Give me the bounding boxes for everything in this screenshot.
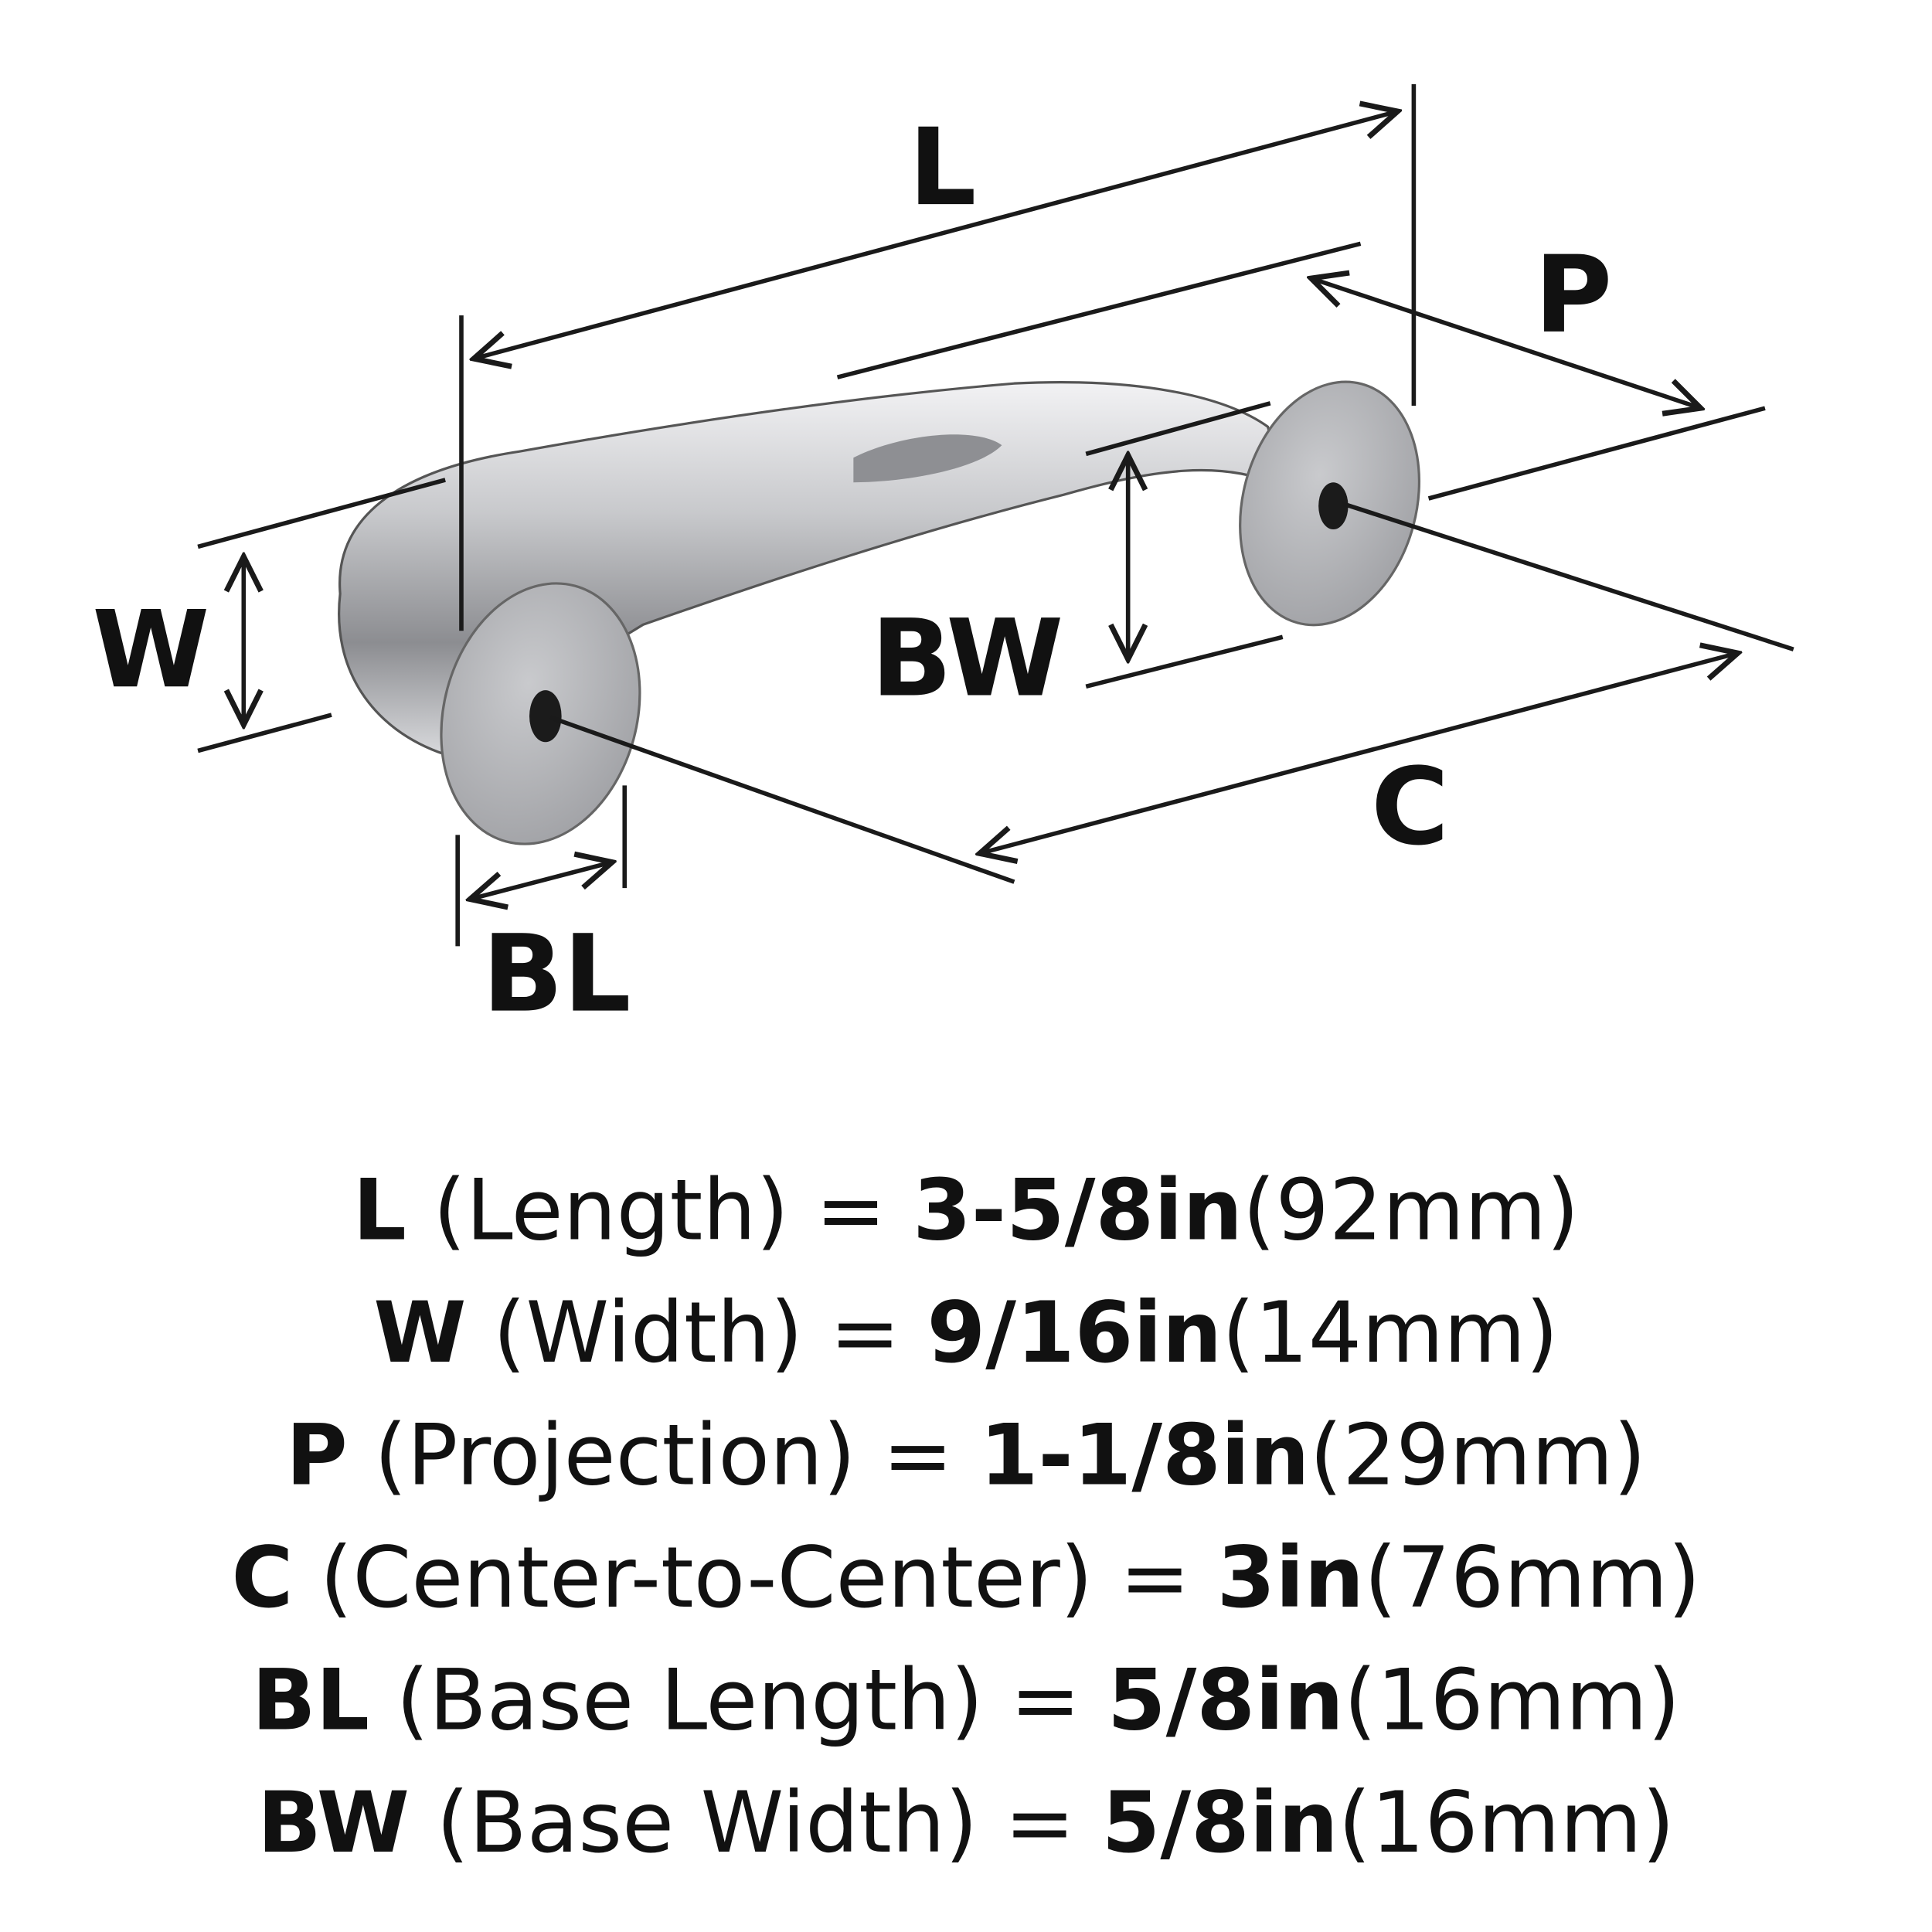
spec-length: L (Length) = 3-5/8in(92mm) — [353, 1162, 1580, 1260]
spec-center-to-center: C (Center-to-Center) = 3in(76mm) — [231, 1529, 1700, 1627]
projection-dimension: P — [836, 233, 1766, 501]
spec-width: W (Width) = 9/16in(14mm) — [373, 1284, 1558, 1382]
svg-text:L: L — [909, 106, 977, 230]
width-dimension: W — [92, 478, 446, 753]
specifications-list: L (Length) = 3-5/8in(92mm) W (Width) = 9… — [231, 1162, 1700, 1872]
left-screw-hole — [529, 690, 562, 743]
svg-text:BL: BL — [482, 913, 631, 1036]
center-to-center-dimension: C — [549, 501, 1794, 884]
svg-text:P: P — [1534, 233, 1612, 357]
spec-projection: P (Projection) = 1-1/8in(29mm) — [286, 1406, 1646, 1505]
cabinet-pull-handle — [338, 380, 1421, 845]
right-screw-hole — [1318, 482, 1349, 530]
svg-text:C: C — [1371, 746, 1449, 869]
length-dimension: L — [459, 83, 1417, 631]
base-length-dimension: BL — [455, 785, 631, 1036]
spec-base-length: BL (Base Length) = 5/8in(16mm) — [252, 1651, 1681, 1750]
svg-text:BW: BW — [871, 597, 1063, 720]
spec-base-width: BW (Base Width) = 5/8in(16mm) — [257, 1774, 1675, 1872]
svg-text:W: W — [92, 588, 209, 712]
